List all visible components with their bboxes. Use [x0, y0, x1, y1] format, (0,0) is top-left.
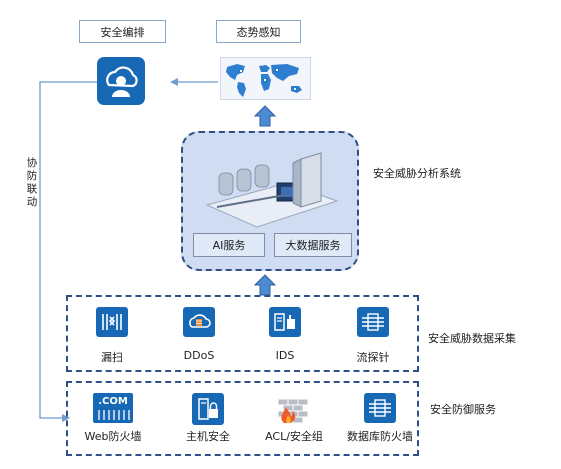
defense-item: 数据库防火墙	[333, 393, 427, 444]
coordinated-defense-char: 动	[26, 196, 38, 208]
fire-wall-icon	[276, 393, 312, 425]
server-cluster-icon	[205, 152, 339, 228]
ids-server-icon	[269, 307, 301, 337]
web-firewall-icon: .COM	[93, 393, 133, 423]
collection-frame	[66, 295, 419, 372]
defense-frame	[66, 381, 419, 456]
collection-item-label: 流探针	[356, 351, 390, 364]
collection-item-label: 漏扫	[101, 351, 123, 364]
scanner-icon	[96, 307, 128, 337]
bigdata-service-box: 大数据服务	[274, 233, 352, 257]
analysis-system-frame: AI服务 大数据服务	[181, 131, 359, 271]
flow-probe-icon	[357, 307, 389, 337]
cloud-user-icon	[97, 57, 145, 105]
defense-item: 主机安全	[162, 393, 254, 444]
defense-item-label: Web防火墙	[84, 430, 142, 443]
world-map-icon	[220, 57, 311, 100]
coordinated-defense-char: 联	[26, 183, 38, 195]
collection-item: DDoS	[154, 307, 244, 362]
security-orchestration-label: 安全编排	[79, 20, 166, 43]
host-lock-icon	[192, 393, 224, 425]
db-firewall-icon	[364, 393, 396, 423]
collection-item: IDS	[240, 307, 330, 362]
defense-item-label: 数据库防火墙	[347, 430, 413, 443]
web-firewall-badge: .COM	[98, 396, 128, 407]
collection-item-label: DDoS	[183, 349, 215, 362]
collection-title: 安全威胁数据采集	[428, 332, 516, 345]
up-arrow-collection	[253, 274, 277, 296]
collection-item: 流探针	[328, 307, 418, 365]
defense-item-label: 主机安全	[186, 430, 230, 443]
coordinated-defense-label: 协 防 联 动	[25, 157, 39, 209]
defense-title: 安全防御服务	[430, 403, 496, 416]
coordinated-defense-char: 防	[26, 170, 38, 182]
feedback-line	[39, 81, 108, 419]
map-to-cloud-arrow-head	[170, 78, 178, 86]
ai-service-box: AI服务	[193, 233, 265, 257]
defense-item: ACL/安全组	[246, 393, 342, 444]
defense-item: .COM Web防火墙	[67, 393, 159, 444]
cloud-shield-icon	[183, 307, 215, 337]
analysis-system-title: 安全威胁分析系统	[373, 167, 461, 180]
defense-item-label: ACL/安全组	[265, 430, 323, 443]
collection-item: 漏扫	[67, 307, 157, 365]
up-arrow-analysis	[253, 105, 277, 127]
situational-awareness-label: 态势感知	[216, 20, 301, 43]
collection-item-label: IDS	[275, 349, 295, 362]
coordinated-defense-char: 协	[26, 157, 38, 169]
